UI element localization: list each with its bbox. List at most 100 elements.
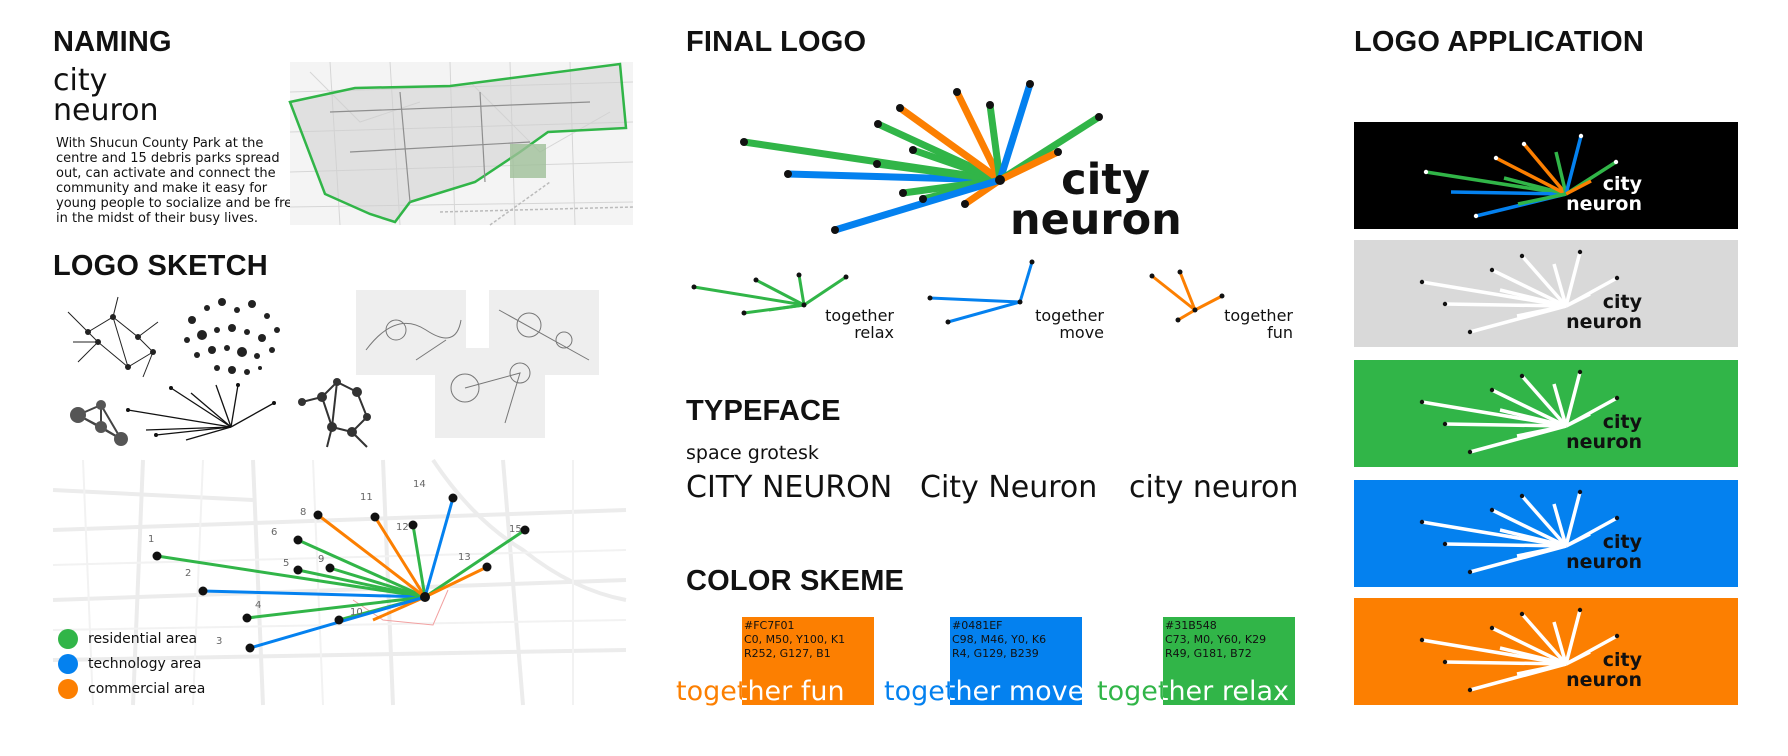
district-number: 3 (216, 636, 222, 647)
card-logo-neuron: neuron (1566, 431, 1642, 453)
district-number: 2 (185, 568, 191, 579)
slogan-together-fun: together fun (676, 676, 845, 707)
variant-relax-mark (691, 272, 849, 316)
application-card-green: city neuron (1354, 360, 1738, 467)
swatch-hex: #FC7F01 (744, 619, 795, 632)
logo-sketch-heading: LOGO SKETCH (53, 250, 268, 282)
legend-item-residential: residential area (58, 629, 197, 649)
typeface-heading: TYPEFACE (686, 395, 841, 427)
logo-application-heading: LOGO APPLICATION (1354, 26, 1644, 58)
type-sample-titlecase: City Neuron (920, 470, 1098, 505)
legend-label: residential area (88, 631, 198, 647)
name-line-neuron: neuron (53, 93, 159, 128)
district-number: 13 (458, 552, 471, 563)
card-logo-neuron: neuron (1566, 669, 1642, 691)
variant-line: together (1224, 306, 1293, 325)
swatch-rgb: R252, G127, B1 (744, 647, 831, 660)
sketch-dot-cloud (184, 298, 280, 375)
type-sample-uppercase: CITY NEURON (686, 470, 893, 505)
variant-line: together (825, 306, 894, 325)
district-number: 12 (396, 522, 409, 533)
legend-label: commercial area (88, 681, 206, 697)
sketch-radial-lines (126, 383, 276, 441)
variant-fun-label: together fun (1205, 307, 1293, 341)
name-line-city: city (53, 63, 108, 98)
variant-move-mark (927, 259, 1035, 325)
swatch-rgb: R4, G129, B239 (952, 647, 1039, 660)
card-logo-city: city (1602, 173, 1642, 195)
color-swatch-green: #31B548 C73, M0, Y60, K29 R49, G181, B72 (1163, 617, 1295, 705)
card-logo-text: city neuron (1566, 650, 1642, 690)
slogan-together-move: together move (884, 676, 1085, 707)
color-swatch-orange: #FC7F01 C0, M50, Y100, K1 R252, G127, B1 (742, 617, 874, 705)
swatch-hex: #31B548 (1165, 619, 1217, 632)
application-card-blue: city neuron (1354, 480, 1738, 587)
variant-move-label: together move (1016, 307, 1104, 341)
card-logo-city: city (1602, 291, 1642, 313)
card-logo-city: city (1602, 411, 1642, 433)
district-number: 5 (283, 558, 289, 569)
naming-description: With Shucun County Park at the centre an… (56, 136, 301, 226)
district-number: 9 (318, 554, 324, 565)
naming-heading: NAMING (53, 26, 172, 58)
district-number: 10 (350, 607, 363, 618)
legend-label: technology area (88, 656, 202, 672)
card-logo-text: city neuron (1566, 532, 1642, 572)
final-logo-mark (740, 80, 1103, 234)
district-number: 8 (300, 507, 306, 518)
swatch-rgb: R49, G181, B72 (1165, 647, 1252, 660)
sketch-triangle-molecule (70, 400, 128, 446)
park-map-image (288, 61, 634, 226)
swatch-cmyk: C98, M46, Y0, K6 (952, 633, 1047, 646)
application-card-grey: city neuron (1354, 240, 1738, 347)
legend-item-commercial: commercial area (58, 679, 205, 699)
card-logo-text: city neuron (1566, 412, 1642, 452)
sketch-network-graph (298, 378, 371, 448)
card-logo-city: city (1602, 649, 1642, 671)
color-swatch-blue: #0481EF C98, M46, Y0, K6 R4, G129, B239 (950, 617, 1082, 705)
card-logo-mark (1419, 489, 1620, 575)
legend-item-technology: technology area (58, 654, 201, 674)
card-logo-text: city neuron (1566, 292, 1642, 332)
card-logo-mark (1419, 249, 1620, 335)
final-logo-text-neuron: neuron (1010, 195, 1182, 245)
slogan-together-relax: together relax (1097, 676, 1289, 707)
final-logo-text-city: city (1061, 155, 1150, 205)
district-number: 1 (148, 534, 154, 545)
swatch-codes: #FC7F01 C0, M50, Y100, K1 R252, G127, B1 (744, 619, 845, 661)
swatch-codes: #0481EF C98, M46, Y0, K6 R4, G129, B239 (952, 619, 1046, 661)
district-number: 11 (360, 492, 373, 503)
swatch-codes: #31B548 C73, M0, Y60, K29 R49, G181, B72 (1165, 619, 1266, 661)
district-connection-map: 1 2 3 4 5 6 8 9 10 11 12 13 14 15 (52, 458, 627, 706)
swatch-cmyk: C0, M50, Y100, K1 (744, 633, 846, 646)
card-logo-mark (1419, 607, 1620, 693)
legend-dot-icon (58, 679, 78, 699)
variant-relax-label: together relax (806, 307, 894, 341)
variant-line: relax (854, 323, 894, 342)
final-logo-heading: FINAL LOGO (686, 26, 867, 58)
sketch-neuron-network (67, 296, 159, 378)
application-card-orange: city neuron (1354, 598, 1738, 705)
card-logo-text: city neuron (1566, 174, 1642, 214)
sketch-paper-3 (435, 348, 545, 438)
final-logo-text: city neuron (1010, 155, 1182, 245)
card-logo-neuron: neuron (1566, 551, 1642, 573)
card-logo-neuron: neuron (1566, 193, 1642, 215)
application-card-black: city neuron (1354, 122, 1738, 229)
district-number: 14 (413, 479, 426, 490)
type-sample-lowercase: city neuron (1129, 470, 1299, 505)
variant-line: move (1059, 323, 1104, 342)
district-number: 15 (509, 524, 522, 535)
card-logo-city: city (1602, 531, 1642, 553)
swatch-hex: #0481EF (952, 619, 1003, 632)
card-logo-mark (1423, 133, 1619, 219)
legend-dot-icon (58, 654, 78, 674)
color-scheme-heading: COLOR SKEME (686, 565, 905, 597)
variant-fun-mark (1149, 269, 1225, 323)
district-number: 6 (271, 527, 277, 538)
card-logo-neuron: neuron (1566, 311, 1642, 333)
legend-dot-icon (58, 629, 78, 649)
district-number: 4 (255, 600, 261, 611)
swatch-cmyk: C73, M0, Y60, K29 (1165, 633, 1267, 646)
card-logo-mark (1419, 369, 1620, 455)
